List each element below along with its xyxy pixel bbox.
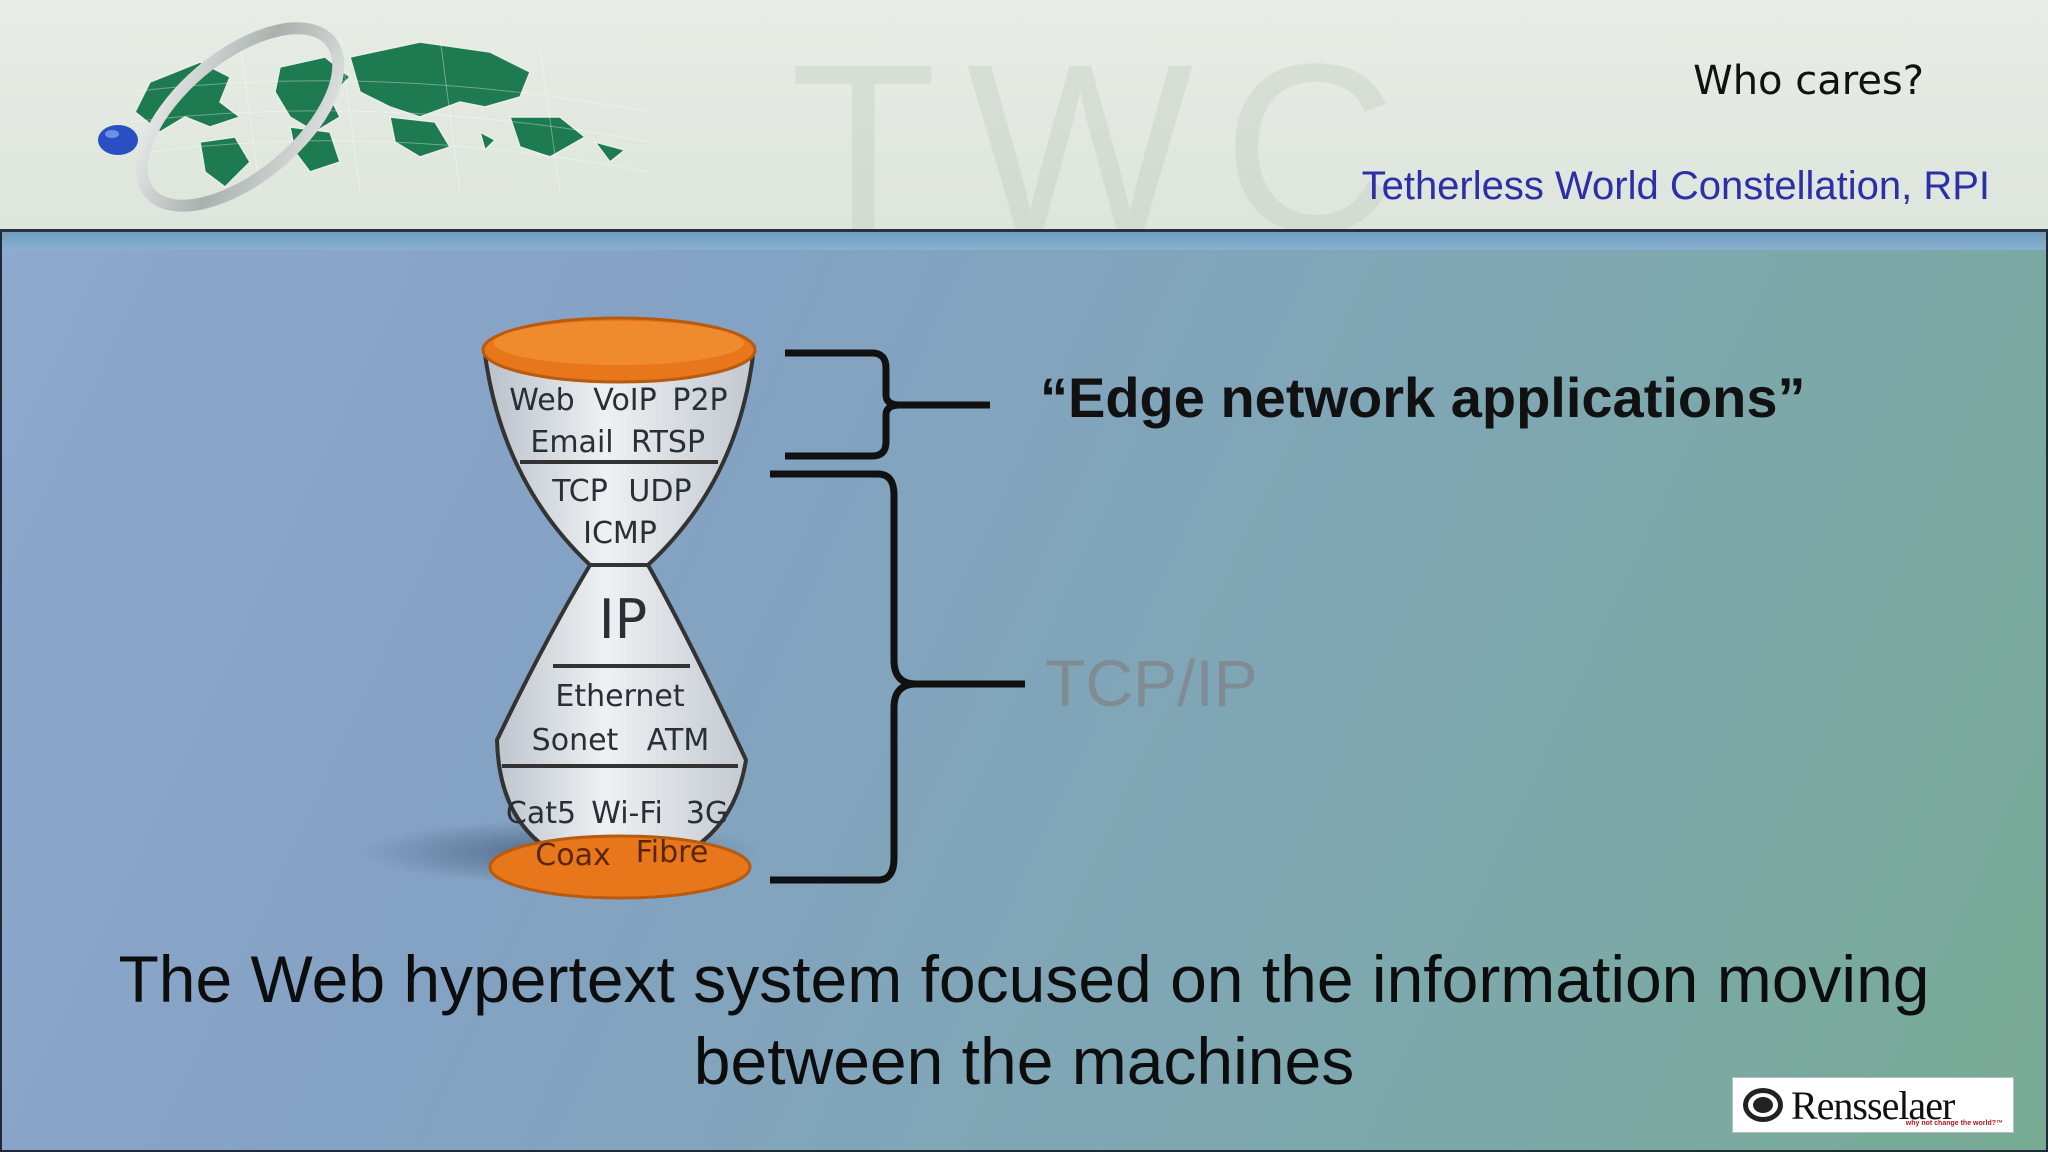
hourglass-bottom-cap [488, 834, 752, 900]
hourglass-diagram: Web VoIP P2P Email RTSP TCP UDP ICMP IP … [360, 316, 1025, 900]
layer-phys-wifi: Wi-Fi [591, 796, 663, 831]
layer-network-ip: IP [599, 588, 648, 651]
layer-app-web: Web [509, 383, 574, 418]
layer-transport-tcp: TCP [551, 474, 608, 509]
layer-phys-cat5: Cat5 [506, 796, 576, 831]
layer-phys-coax: Coax [535, 838, 610, 873]
tcpip-label: TCP/IP [1045, 646, 1258, 720]
header-band [2, 232, 2046, 250]
header-divider [0, 229, 2048, 232]
organization-name: Tetherless World Constellation, RPI [1361, 164, 1990, 208]
slide-title: Who cares? [1693, 58, 1924, 104]
tcpip-brace [770, 470, 1025, 884]
layer-link-sonet: Sonet [532, 723, 619, 758]
layer-transport-icmp: ICMP [583, 516, 657, 551]
twc-globe-logo [98, 22, 651, 212]
layer-app-email: Email [530, 425, 613, 460]
layer-app-voip: VoIP [593, 383, 657, 418]
slide-header: TWC Who cares? Tetherless World Constell… [0, 0, 2048, 282]
rensselaer-seal-icon [1743, 1088, 1783, 1122]
caption-line-2: between the machines [693, 1024, 1355, 1098]
edge-applications-label: “Edge network applications” [1040, 366, 1806, 429]
layer-phys-3g: 3G [686, 796, 728, 831]
slide-body [0, 232, 2048, 1152]
layer-link-ethernet: Ethernet [555, 679, 684, 714]
layer-phys-fibre: Fibre [636, 835, 709, 870]
hourglass-top-cap-highlight [494, 321, 744, 365]
rensselaer-logo: Rensselaer why not change the world?™ [1732, 1077, 2014, 1133]
rensselaer-tagline: why not change the world?™ [1905, 1120, 2003, 1127]
slide-caption: The Web hypertext system focused on the … [0, 938, 2048, 1102]
edge-brace [785, 349, 990, 460]
layer-link-atm: ATM [647, 723, 709, 758]
layer-app-p2p: P2P [672, 383, 727, 418]
layer-app-rtsp: RTSP [631, 425, 705, 460]
caption-line-1: The Web hypertext system focused on the … [118, 942, 1930, 1016]
layer-transport-udp: UDP [628, 474, 691, 509]
rensselaer-wordmark: Rensselaer [1791, 1083, 1955, 1128]
